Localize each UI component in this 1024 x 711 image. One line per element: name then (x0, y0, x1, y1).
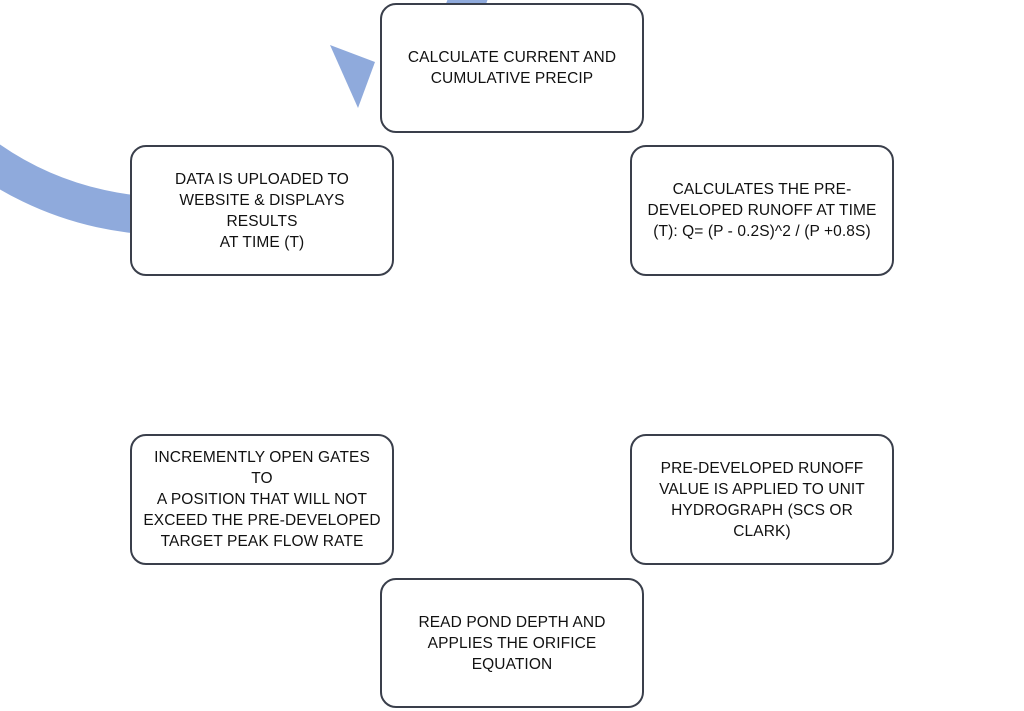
step-label: DATA IS UPLOADED TO WEBSITE & DISPLAYS R… (175, 170, 349, 251)
step-predeveloped-runoff: CALCULATES THE PRE- DEVELOPED RUNOFF AT … (630, 145, 894, 276)
step-label: CALCULATE CURRENT AND CUMULATIVE PRECIP (407, 49, 617, 87)
step-label: INCREMENTLY OPEN GATES TO A POSITION THA… (143, 449, 381, 550)
step-label: READ POND DEPTH AND APPLIES THE ORIFICE … (418, 613, 606, 673)
step-pond-depth: READ POND DEPTH AND APPLIES THE ORIFICE … (380, 578, 644, 708)
cycle-arrowhead-icon (330, 45, 375, 108)
step-calculate-precip: CALCULATE CURRENT AND CUMULATIVE PRECIP (380, 3, 644, 133)
step-label: PRE-DEVELOPED RUNOFF VALUE IS APPLIED TO… (659, 459, 865, 540)
step-upload-data: DATA IS UPLOADED TO WEBSITE & DISPLAYS R… (130, 145, 394, 276)
step-unit-hydrograph: PRE-DEVELOPED RUNOFF VALUE IS APPLIED TO… (630, 434, 894, 565)
step-label: CALCULATES THE PRE- DEVELOPED RUNOFF AT … (647, 181, 877, 240)
step-open-gates: INCREMENTLY OPEN GATES TO A POSITION THA… (130, 434, 394, 565)
